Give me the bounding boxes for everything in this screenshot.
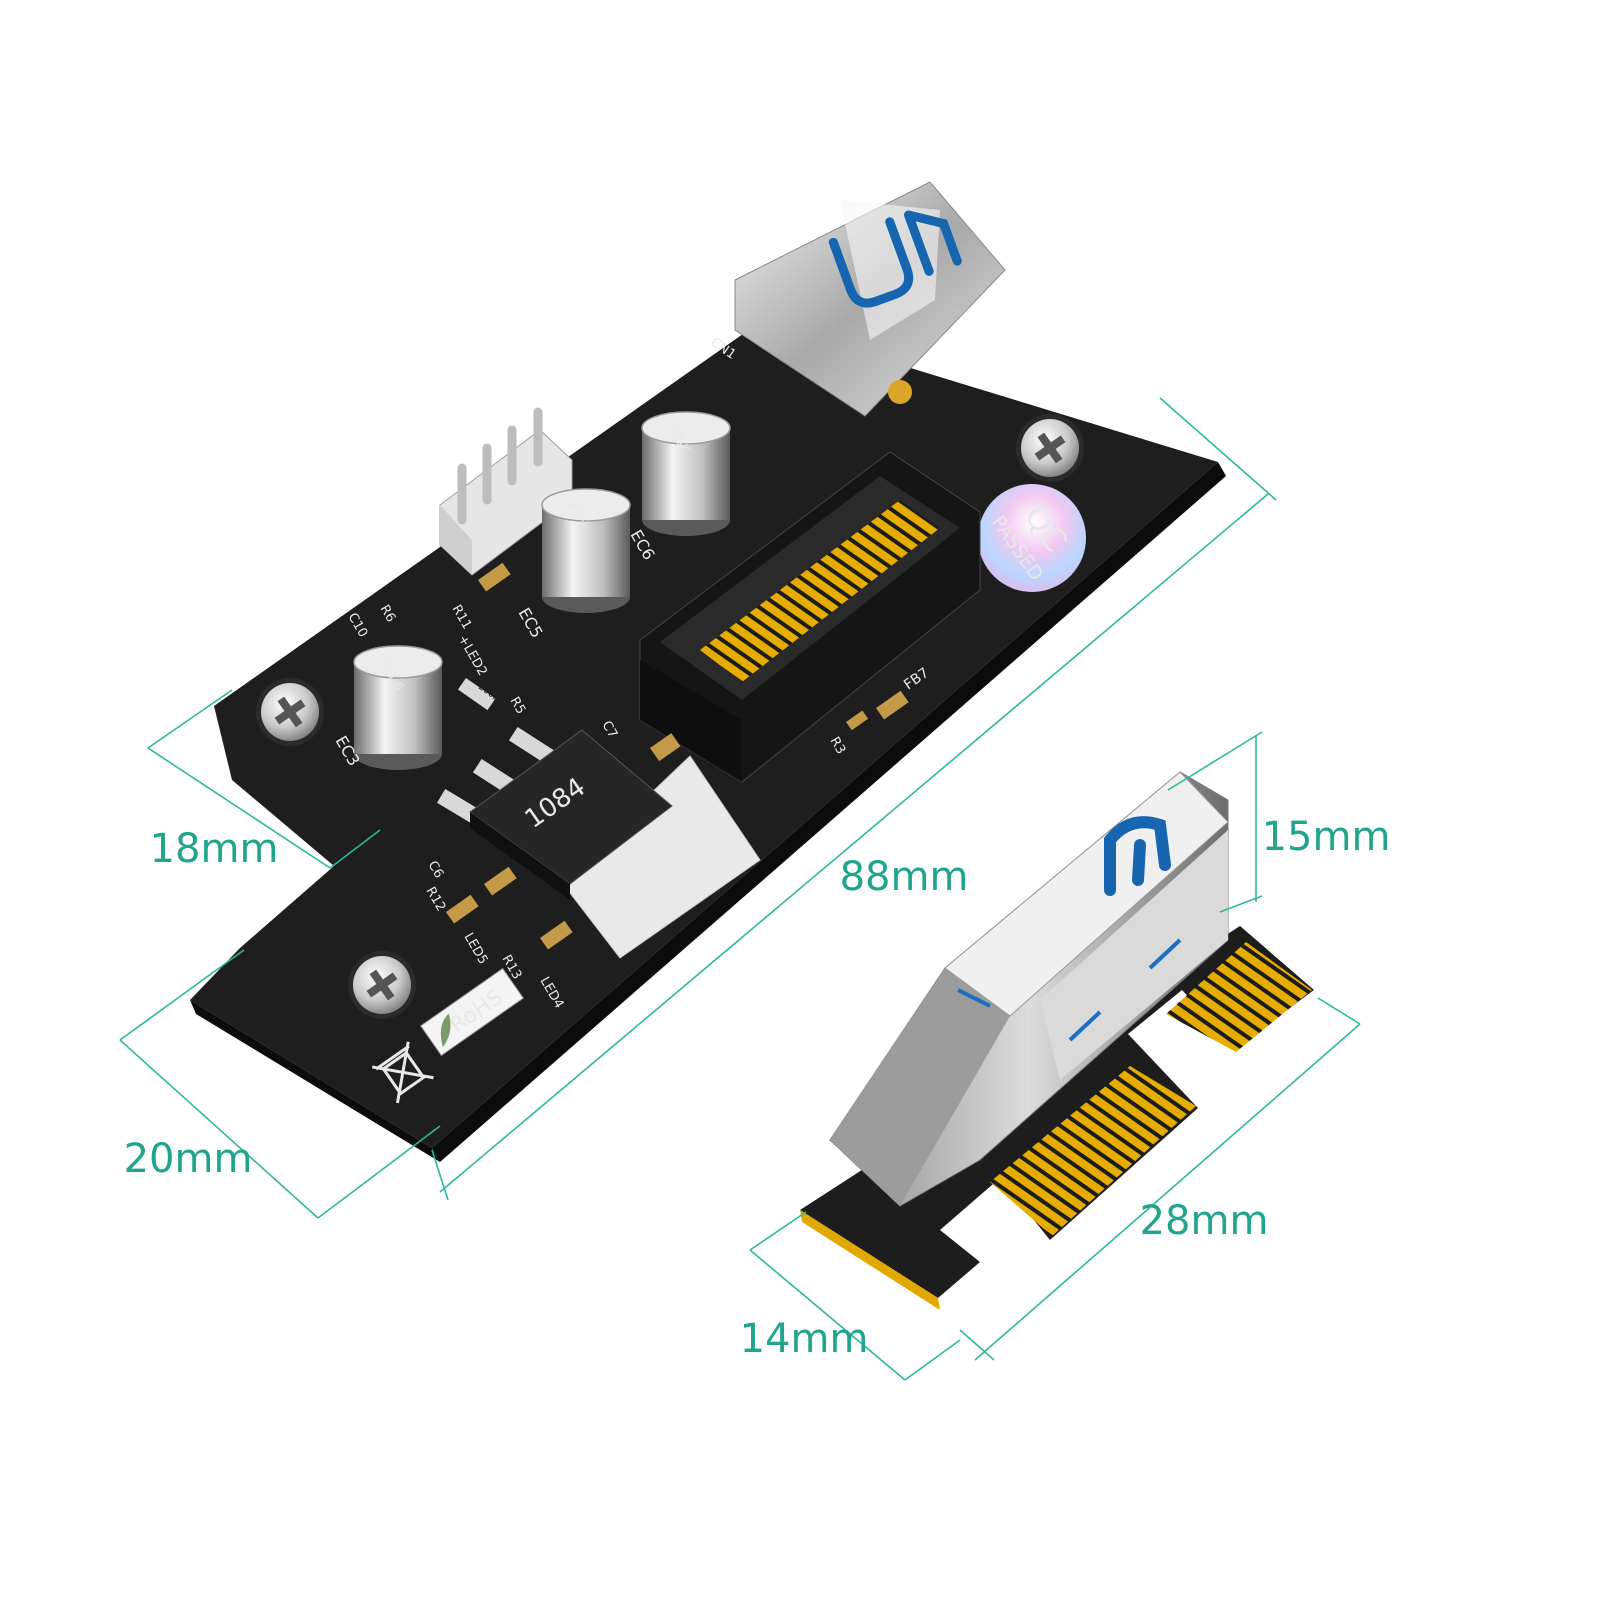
usb-port-board	[734, 181, 1006, 417]
dimension-18mm: 18mm	[150, 826, 279, 872]
dimension-28mm: 28mm	[1140, 1198, 1269, 1244]
pcie-slot	[639, 451, 981, 783]
screw-icon	[256, 678, 324, 746]
capacitor	[541, 488, 631, 614]
rohs-leaf-icon	[440, 1013, 451, 1048]
usb-icon	[828, 210, 962, 308]
riser-pcb	[800, 926, 1314, 1298]
regulator-chip: 1084	[437, 726, 673, 900]
label-r5: R5	[507, 695, 529, 717]
dimension-lines	[119, 397, 1361, 1381]
qc-passed-sticker: QC PASSED	[978, 484, 1086, 592]
gold-fingers	[990, 1066, 1196, 1236]
screw-icon	[1016, 414, 1084, 482]
usb-icon	[1104, 816, 1171, 896]
fan-header	[439, 407, 573, 576]
dimension-15mm: 15mm	[1262, 814, 1391, 860]
screw-icon	[348, 951, 416, 1019]
capacitor	[353, 645, 443, 771]
dimension-14mm: 14mm	[740, 1316, 869, 1362]
main-board: QC PASSED	[190, 181, 1226, 1162]
gold-fingers	[1166, 942, 1312, 1052]
smd-parts	[446, 562, 909, 950]
dimension-20mm: 20mm	[124, 1136, 253, 1182]
label-r3: R3	[827, 735, 849, 757]
dimension-88mm: 88mm	[840, 854, 969, 900]
capacitor	[641, 411, 731, 537]
weee-bin-icon	[371, 1041, 434, 1104]
riser-card	[800, 771, 1314, 1310]
label-r6: R6	[377, 603, 399, 625]
